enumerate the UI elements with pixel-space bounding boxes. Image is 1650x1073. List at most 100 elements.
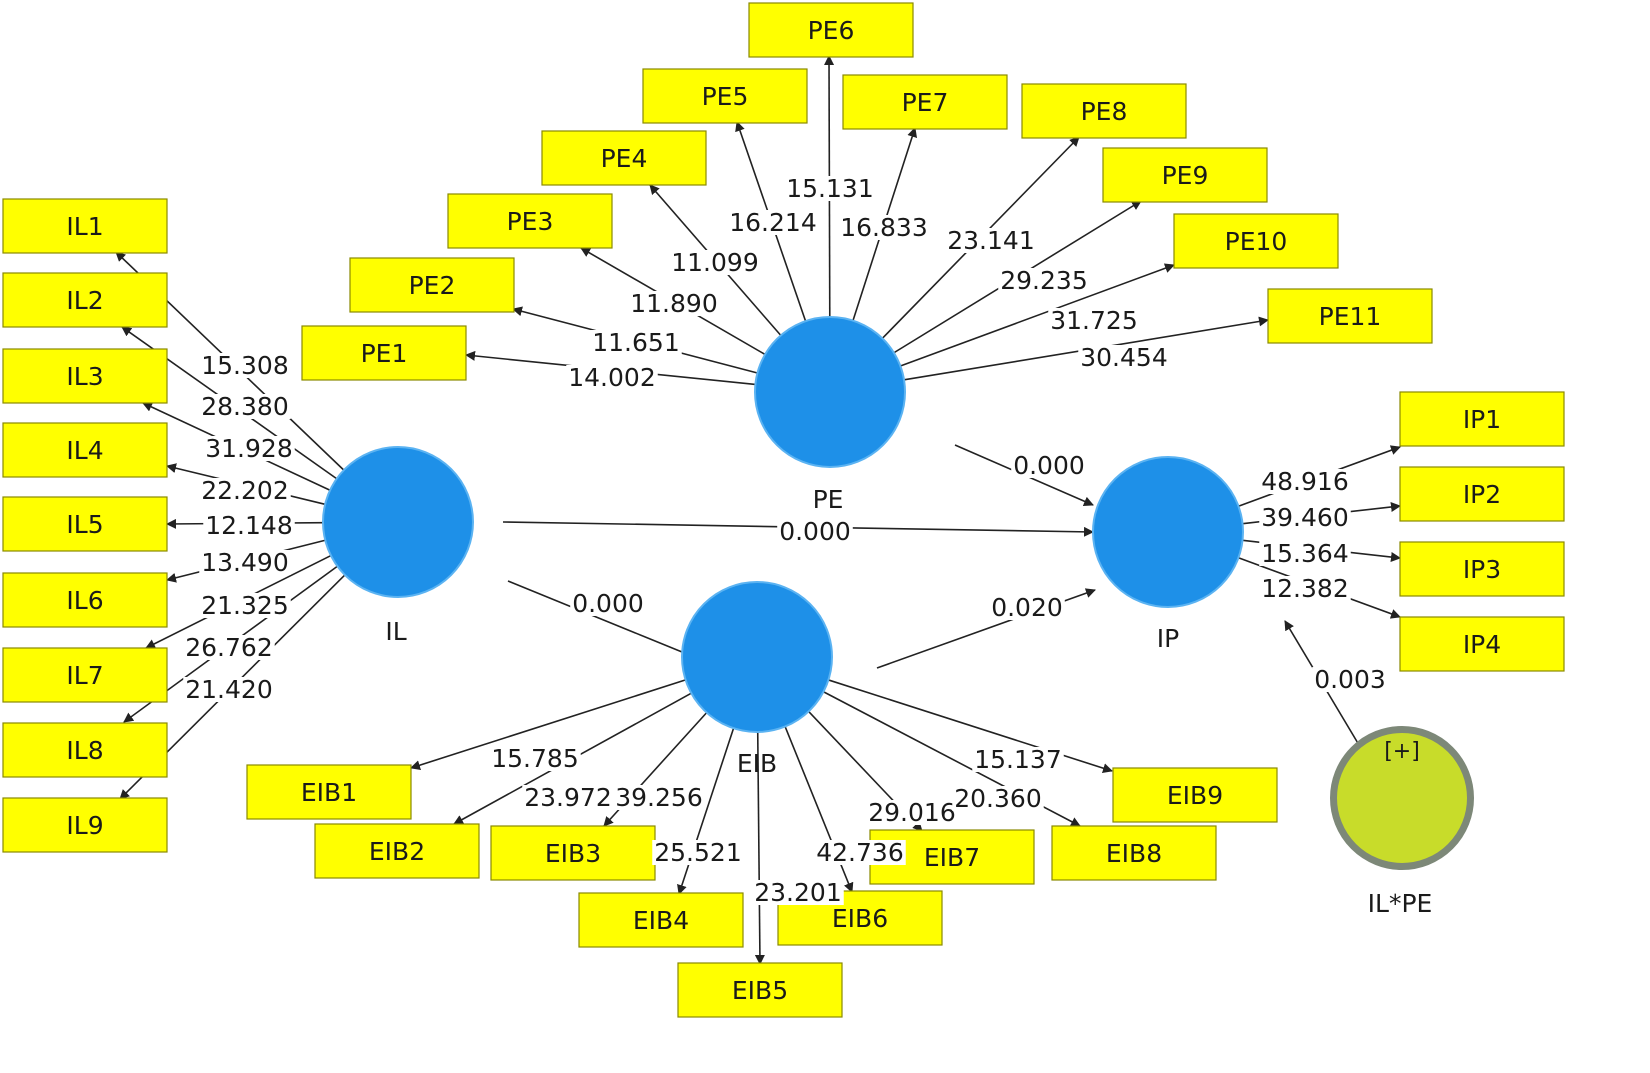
indicator-pe6[interactable]: PE6: [748, 2, 914, 58]
indicator-ip3[interactable]: IP3: [1399, 541, 1565, 597]
path-value-eib-ip-bg: [989, 595, 1065, 620]
loading-arrow-pe10: [900, 263, 1175, 367]
loading-value-eib9: 15.137: [974, 745, 1061, 774]
indicator-pe10[interactable]: PE10: [1173, 213, 1339, 269]
indicator-label: IL3: [66, 362, 103, 391]
loading-value-pe4: 11.099: [671, 248, 758, 277]
construct-circle: [754, 316, 906, 468]
construct-eib[interactable]: [681, 581, 833, 733]
indicator-label: IP4: [1463, 630, 1501, 659]
indicator-box: [677, 962, 843, 1018]
indicator-label: EIB4: [633, 906, 689, 935]
indicator-box: [1173, 213, 1339, 269]
path-value-ilpe-ip: 0.003: [1314, 665, 1386, 694]
loading-value-il9: 21.420: [185, 675, 272, 704]
loading-value-il5: 12.148: [205, 511, 292, 540]
indicator-label: EIB3: [545, 839, 601, 868]
indicator-il5[interactable]: IL5: [2, 496, 168, 552]
construct-ip[interactable]: [1092, 456, 1244, 608]
indicator-pe4[interactable]: PE4: [541, 130, 707, 186]
indicator-box: [2, 272, 168, 328]
indicator-il3[interactable]: IL3: [2, 348, 168, 404]
indicator-label: PE10: [1225, 227, 1288, 256]
construct-pe[interactable]: [754, 316, 906, 468]
loading-value-il5-bg: [203, 513, 295, 538]
indicator-box: [541, 130, 707, 186]
indicator-il2[interactable]: IL2: [2, 272, 168, 328]
loading-value-il3: 31.928: [205, 434, 292, 463]
indicator-box: [642, 68, 808, 124]
construct-label: IL: [385, 617, 406, 646]
indicator-label: IL2: [66, 286, 103, 315]
loading-value-il1: 15.308: [201, 351, 288, 380]
indicator-ip2[interactable]: IP2: [1399, 466, 1565, 522]
indicator-il6[interactable]: IL6: [2, 572, 168, 628]
loading-value-eib4: 25.521: [654, 838, 741, 867]
loading-value-il4-bg: [199, 478, 291, 503]
construct-circle: [322, 446, 474, 598]
indicator-pe8[interactable]: PE8: [1021, 83, 1187, 139]
indicator-eib5[interactable]: EIB5: [677, 962, 843, 1018]
path-value-il-eib: 0.000: [572, 589, 644, 618]
loading-value-eib5-bg: [752, 880, 844, 905]
indicator-label: EIB1: [301, 778, 357, 807]
loading-arrow-eib1: [410, 679, 686, 771]
loading-value-ip1: 48.916: [1261, 467, 1348, 496]
indicator-pe11[interactable]: PE11: [1267, 288, 1433, 344]
indicator-pe9[interactable]: PE9: [1102, 147, 1268, 203]
indicator-eib1[interactable]: EIB1: [246, 764, 412, 820]
indicator-label: PE7: [902, 88, 949, 117]
loading-value-eib4-bg: [652, 840, 744, 865]
path-value-pe-ip: 0.000: [1013, 451, 1085, 480]
indicator-box: [1112, 767, 1278, 823]
loading-value-il3-bg: [203, 436, 295, 461]
loading-value-eib5: 23.201: [754, 878, 841, 907]
indicator-eib9[interactable]: EIB9: [1112, 767, 1278, 823]
indicator-il4[interactable]: IL4: [2, 422, 168, 478]
indicator-box: [1399, 391, 1565, 447]
indicator-ip1[interactable]: IP1: [1399, 391, 1565, 447]
indicator-pe2[interactable]: PE2: [349, 257, 515, 313]
moderator-expand-marker[interactable]: [+]: [1384, 739, 1420, 764]
path-value-il-eib-bg: [570, 591, 646, 616]
indicator-il9[interactable]: IL9: [2, 797, 168, 853]
loading-value-pe1-bg: [566, 365, 658, 390]
loading-arrow-eib9: [828, 679, 1113, 774]
indicator-label: EIB8: [1106, 839, 1162, 868]
loading-value-pe6: 15.131: [786, 174, 873, 203]
loading-value-il2: 28.380: [201, 392, 288, 421]
construct-moderator-il-pe[interactable]: [+]: [1330, 726, 1474, 870]
indicator-eib4[interactable]: EIB4: [578, 892, 744, 948]
loading-value-il4: 22.202: [201, 476, 288, 505]
indicator-box: [1399, 541, 1565, 597]
loading-value-pe9-bg: [998, 268, 1090, 293]
indicator-eib7[interactable]: EIB7: [869, 829, 1035, 885]
indicator-eib2[interactable]: EIB2: [314, 823, 480, 879]
indicator-box: [301, 325, 467, 381]
loading-value-il6: 13.490: [201, 548, 288, 577]
loading-value-ip3: 15.364: [1261, 539, 1348, 568]
indicator-pe3[interactable]: PE3: [447, 193, 613, 249]
loading-value-pe2-bg: [590, 330, 682, 355]
indicator-pe7[interactable]: PE7: [842, 74, 1008, 130]
indicator-pe5[interactable]: PE5: [642, 68, 808, 124]
indicator-ip4[interactable]: IP4: [1399, 616, 1565, 672]
indicator-pe1[interactable]: PE1: [301, 325, 467, 381]
construct-il[interactable]: [322, 446, 474, 598]
indicator-il7[interactable]: IL7: [2, 647, 168, 703]
indicator-eib8[interactable]: EIB8: [1051, 825, 1217, 881]
indicator-label: PE4: [601, 144, 648, 173]
indicator-eib3[interactable]: EIB3: [490, 825, 656, 881]
loading-value-pe1: 14.002: [568, 363, 655, 392]
indicator-label: EIB5: [732, 976, 788, 1005]
indicator-label: IL1: [66, 212, 103, 241]
indicator-label: IL8: [66, 736, 103, 765]
indicator-box: [1399, 616, 1565, 672]
indicator-label: IP1: [1463, 405, 1501, 434]
loading-value-il2-bg: [199, 394, 291, 419]
path-value-il-ip-bg: [777, 519, 853, 544]
indicator-il8[interactable]: IL8: [2, 722, 168, 778]
indicator-il1[interactable]: IL1: [2, 198, 168, 254]
loading-value-eib2: 23.972: [524, 783, 611, 812]
